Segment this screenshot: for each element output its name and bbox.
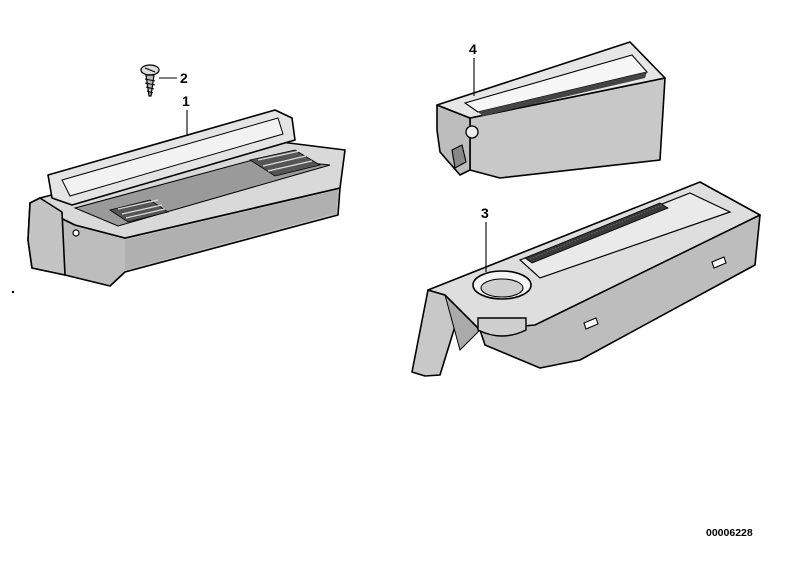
callout-leaders — [159, 58, 487, 272]
part-4-latch — [451, 144, 467, 169]
part-3-slot-right — [711, 256, 727, 269]
part-1-rib-right — [248, 149, 322, 177]
part-4-insert-box — [436, 41, 666, 179]
callout-part-1: 1 — [182, 93, 190, 109]
part-4-opening-shadow — [478, 72, 647, 116]
part-1-screw-hole — [72, 229, 80, 237]
callout-part-3: 3 — [481, 205, 489, 221]
part-1-lid-inner — [61, 117, 284, 197]
callout-part-2: 2 — [180, 70, 188, 86]
part-3-cup-holder-inner — [480, 278, 524, 298]
part-1-ashtray-tray — [27, 109, 346, 287]
part-1-rib-left — [109, 199, 169, 223]
document-number: 00006228 — [706, 527, 753, 539]
stray-mark — [11, 290, 15, 294]
part-4-clip-hole — [465, 125, 479, 139]
part-3-grip-ribs — [524, 202, 669, 264]
callout-part-4: 4 — [469, 41, 477, 57]
part-3-cup-holder-well — [477, 317, 527, 337]
part-1-end-cap — [27, 197, 66, 276]
part-1-front-shade — [125, 190, 338, 270]
part-2-screw — [140, 64, 160, 97]
part-3-console-tray — [411, 181, 761, 377]
part-3-slot-left — [583, 317, 599, 330]
